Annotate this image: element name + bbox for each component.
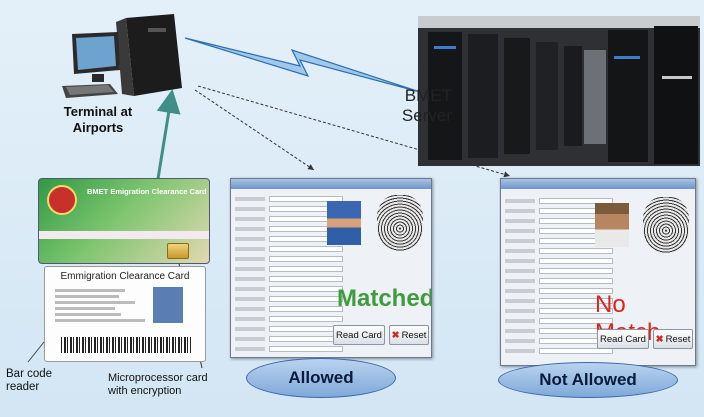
field-row: [235, 305, 345, 313]
barcode-reader-label: Bar code reader: [6, 368, 52, 394]
reset-x-icon: ✖: [655, 333, 664, 345]
microchip-icon: [167, 243, 189, 259]
allowed-text: Allowed: [288, 368, 354, 387]
barcode-label-line1: Bar code: [6, 368, 53, 380]
barcode-label-line2: reader: [6, 381, 40, 393]
wireless-link: [184, 37, 421, 93]
card-to-terminal-arrow: [155, 89, 181, 186]
card-text-line: [55, 289, 125, 292]
field-row: [235, 285, 345, 293]
window-titlebar: [231, 179, 431, 189]
nomatch-window: No Match Read Card ✖ Reset: [500, 178, 696, 366]
field-row: [235, 295, 345, 303]
field-row: [235, 335, 345, 343]
field-row: [505, 287, 615, 295]
barcode-icon: [61, 337, 191, 353]
field-row: [505, 347, 615, 355]
read-card-button[interactable]: Read Card: [597, 329, 649, 349]
card-text-line: [55, 295, 119, 298]
card-text-line: [55, 301, 135, 304]
card-green-title: BMET Emigration Clearance Card: [87, 187, 207, 196]
emigration-card-white: Emmigration Clearance Card: [44, 266, 206, 362]
field-row: [505, 297, 615, 305]
card-stripe: [39, 231, 209, 239]
reset-x-icon: ✖: [391, 329, 400, 341]
reset-button[interactable]: ✖ Reset: [389, 325, 429, 345]
reset-label: Reset: [401, 329, 427, 341]
passenger-photo: [595, 203, 629, 247]
server-room-photo: [418, 16, 700, 166]
terminal-label-line1: Terminal at: [63, 104, 133, 119]
field-row: [505, 257, 615, 265]
field-row: [505, 307, 615, 315]
fingerprint-icon: [643, 197, 689, 253]
field-row: [235, 255, 345, 263]
microprocessor-label-line1: Microprocessor card: [108, 372, 208, 384]
reset-button[interactable]: ✖ Reset: [653, 329, 693, 349]
microprocessor-card-label: Microprocessor card with encryption: [108, 372, 208, 398]
read-card-label: Read Card: [336, 329, 382, 341]
fingerprint-icon: [377, 195, 423, 251]
barcode-pointer: [27, 341, 45, 363]
government-seal-icon: [47, 185, 77, 215]
field-row: [505, 277, 615, 285]
server-label: BMET Server: [392, 86, 452, 126]
field-row: [235, 345, 345, 353]
not-allowed-badge: Not Allowed: [498, 362, 678, 398]
microprocessor-label-line2: with encryption: [108, 385, 182, 397]
reset-label: Reset: [665, 333, 691, 345]
not-allowed-text: Not Allowed: [539, 370, 637, 389]
passenger-photo: [327, 201, 361, 245]
read-card-button[interactable]: Read Card: [333, 325, 385, 345]
field-row: [505, 247, 615, 255]
card-white-title: Emmigration Clearance Card: [60, 271, 190, 282]
card-text-line: [55, 319, 145, 322]
card-text-line: [55, 307, 115, 310]
holder-photo: [153, 287, 183, 323]
terminal-label: Terminal at Airports: [58, 104, 138, 136]
field-row: [505, 267, 615, 275]
field-row: [235, 245, 345, 253]
terminal-label-line2: Airports: [72, 120, 124, 135]
field-row: [235, 275, 345, 283]
match-status: Matched: [337, 285, 432, 312]
read-card-label: Read Card: [600, 333, 646, 345]
computer-icon: [62, 14, 182, 98]
field-row: [235, 195, 345, 203]
terminal-to-allowed-arrow: [194, 89, 315, 171]
field-row: [235, 325, 345, 333]
field-row: [505, 197, 615, 205]
matched-window: Matched Read Card ✖ Reset: [230, 178, 432, 358]
allowed-badge: Allowed: [246, 358, 396, 398]
card-text-line: [55, 313, 121, 316]
window-titlebar: [501, 179, 695, 189]
server-label-line2: Server: [401, 106, 452, 125]
server-label-line1: BMET: [404, 86, 452, 105]
field-row: [505, 317, 615, 325]
field-row: [235, 265, 345, 273]
emigration-card-green: BMET Emigration Clearance Card: [38, 178, 210, 264]
field-row: [235, 315, 345, 323]
